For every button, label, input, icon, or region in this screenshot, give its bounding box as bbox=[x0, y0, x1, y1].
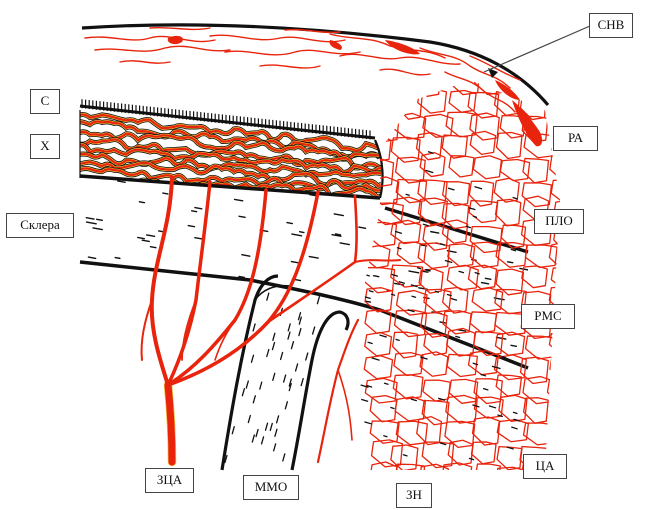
label-rms: РМС bbox=[521, 304, 575, 329]
label-mmo: ММО bbox=[243, 475, 299, 500]
label-kh: Х bbox=[30, 134, 60, 159]
retina-nerve-fiber-layer bbox=[82, 25, 548, 112]
central-artery-trunk bbox=[318, 320, 358, 462]
sclera-layer bbox=[80, 180, 530, 368]
label-zn: ЗН bbox=[396, 483, 432, 508]
label-s: С bbox=[30, 89, 60, 114]
label-plo: ПЛО bbox=[534, 209, 584, 234]
label-zca: ЗЦА bbox=[145, 468, 194, 493]
posterior-ciliary-arteries bbox=[142, 178, 400, 462]
label-snv: СНВ bbox=[589, 13, 633, 38]
label-ca: ЦА bbox=[523, 454, 567, 479]
choroid-layer bbox=[78, 99, 390, 200]
snv-leader-line bbox=[484, 26, 590, 72]
label-sklera: Склера bbox=[6, 213, 74, 238]
label-ra: РА bbox=[553, 126, 598, 151]
optic-nerve-tissue bbox=[345, 66, 583, 492]
